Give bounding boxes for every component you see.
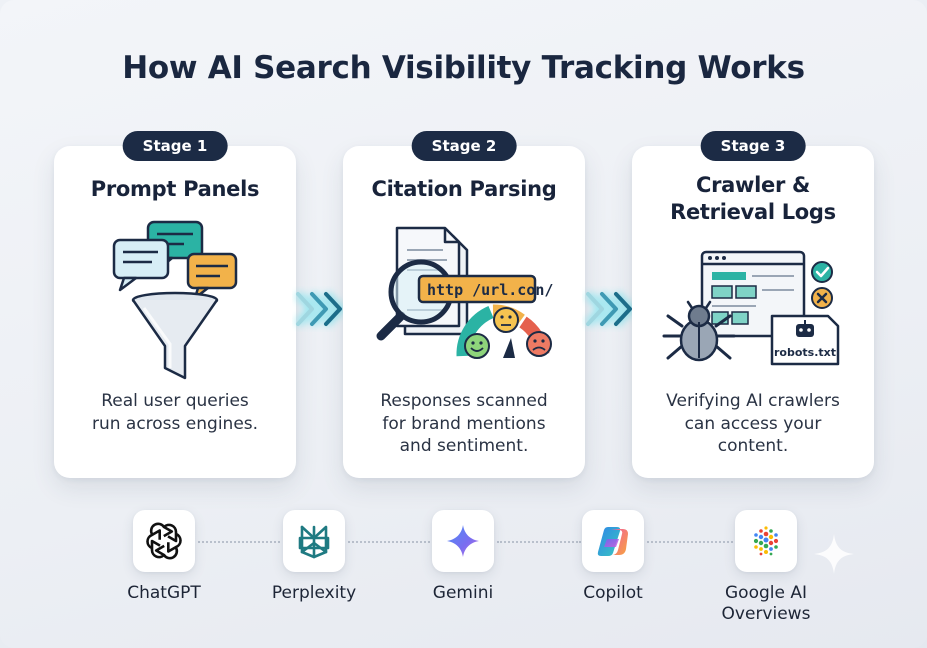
stage-2-description: Responses scanned for brand mentions and…	[353, 390, 575, 458]
stage-3-title-line: Crawler &	[695, 173, 811, 197]
page-title: How AI Search Visibility Tracking Works	[122, 50, 805, 86]
perplexity-logo-icon	[298, 525, 330, 559]
dotted-connector	[647, 541, 733, 543]
chat-bubble-icon	[186, 252, 238, 300]
x-icon	[811, 287, 833, 309]
stage-1-description-line: run across engines.	[91, 413, 259, 434]
stage-2-description-line: and sentiment.	[399, 436, 529, 456]
stage-2-description-line: Responses scanned	[380, 391, 548, 411]
stage-1-card: Stage 1 Prompt Panels	[54, 131, 296, 478]
crawler-logs-icon: robots.txt	[662, 250, 840, 366]
stage-2-pill: Stage 2	[411, 131, 517, 161]
stage-2-description-line: for brand mentions	[382, 413, 546, 434]
dotted-connector	[497, 541, 581, 543]
perplexity-logo-box	[283, 510, 345, 572]
stage-2-title-line: Citation Parsing	[371, 177, 557, 201]
check-icon	[811, 261, 833, 283]
robots-file-label: robots.txt	[774, 346, 836, 359]
gemini-logo-box	[432, 510, 494, 572]
copilot-logo-box	[582, 510, 644, 572]
stage-3-pill: Stage 3	[700, 131, 806, 161]
engine-label-line: Overviews	[721, 604, 811, 624]
dotted-connector	[348, 541, 430, 543]
stage-3-description-line: Verifying AI crawlers	[666, 391, 840, 411]
url-text: http /url.con/	[427, 281, 553, 299]
chatgpt-logo-icon	[146, 522, 182, 560]
stage-1-description: Real user queries run across engines.	[64, 390, 286, 435]
sparkle-icon	[814, 534, 854, 574]
engine-label-copilot: Copilot	[583, 583, 643, 603]
chat-bubble-icon	[112, 238, 170, 292]
gemini-sparkle-icon	[447, 525, 479, 557]
engine-label-perplexity: Perplexity	[271, 583, 357, 603]
bug-icon	[662, 300, 736, 362]
stage-1-title-line: Prompt Panels	[90, 177, 260, 201]
citation-magnifier-icon: http /url.con/	[376, 226, 553, 359]
stage-3-card: Stage 3 Crawler & Retrieval Logs	[632, 131, 874, 478]
google-ai-overviews-logo-box	[735, 510, 797, 572]
url-tag: http /url.con/	[417, 274, 553, 304]
sentiment-gauge-icon	[456, 304, 552, 359]
stage-1-pill: Stage 1	[122, 131, 228, 161]
funnel-icon	[131, 291, 219, 380]
engine-label-line: Google AI	[725, 583, 807, 603]
stage-1-title: Prompt Panels	[54, 176, 296, 203]
engine-label-google-ai-overviews: Google AI Overviews	[686, 583, 846, 625]
dotted-connector	[198, 541, 280, 543]
chevron-right-icon	[585, 291, 636, 327]
chatgpt-logo-box	[133, 510, 195, 572]
chat-funnel-icon	[112, 220, 238, 380]
engine-label-chatgpt: ChatGPT	[127, 583, 201, 603]
copilot-logo-icon	[597, 527, 628, 556]
chevron-right-icon	[295, 291, 346, 327]
stage-1-description-line: Real user queries	[101, 391, 249, 411]
google-ai-overviews-icon	[753, 526, 779, 556]
stage-2-title: Citation Parsing	[343, 176, 585, 203]
robots-file-icon: robots.txt	[770, 314, 840, 366]
engine-label-gemini: Gemini	[432, 583, 494, 603]
stage-3-description: Verifying AI crawlers can access your co…	[642, 390, 864, 458]
stage-3-description-line: content.	[717, 436, 789, 456]
stage-3-title: Crawler & Retrieval Logs	[632, 172, 874, 226]
stage-3-description-line: can access your	[684, 413, 822, 434]
stage-2-card: Stage 2 Citation Parsing http /url.con/	[343, 131, 585, 478]
stage-3-title-line: Retrieval Logs	[670, 200, 836, 224]
